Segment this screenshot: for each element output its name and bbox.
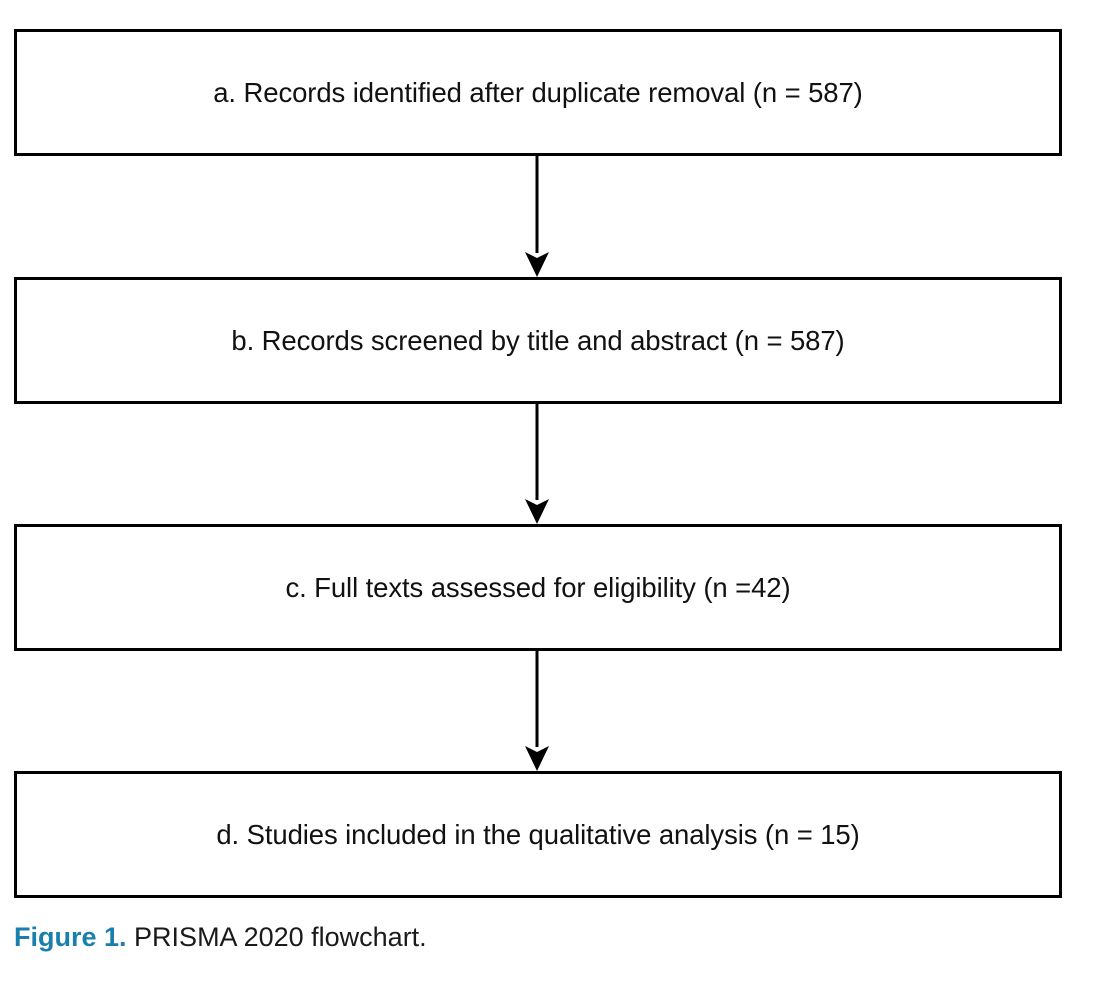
figure-caption-text: PRISMA 2020 flowchart. [134,922,427,952]
flow-box-identification: a. Records identified after duplicate re… [14,29,1062,156]
arrow-screening-to-eligibility [525,404,549,524]
flow-box-label-included: d. Studies included in the qualitative a… [216,819,860,850]
flow-box-eligibility: c. Full texts assessed for eligibility (… [14,524,1062,651]
flow-box-screening: b. Records screened by title and abstrac… [14,277,1062,404]
flow-box-label-screening: b. Records screened by title and abstrac… [231,325,845,356]
figure-caption-number: Figure 1. [14,922,127,952]
flow-box-label-identification: a. Records identified after duplicate re… [213,77,863,108]
arrow-identification-to-screening [525,156,549,277]
arrow-eligibility-to-included [525,651,549,771]
flow-box-included: d. Studies included in the qualitative a… [14,771,1062,898]
flow-box-label-eligibility: c. Full texts assessed for eligibility (… [285,572,791,603]
figure-caption: Figure 1. PRISMA 2020 flowchart. [14,921,1074,955]
